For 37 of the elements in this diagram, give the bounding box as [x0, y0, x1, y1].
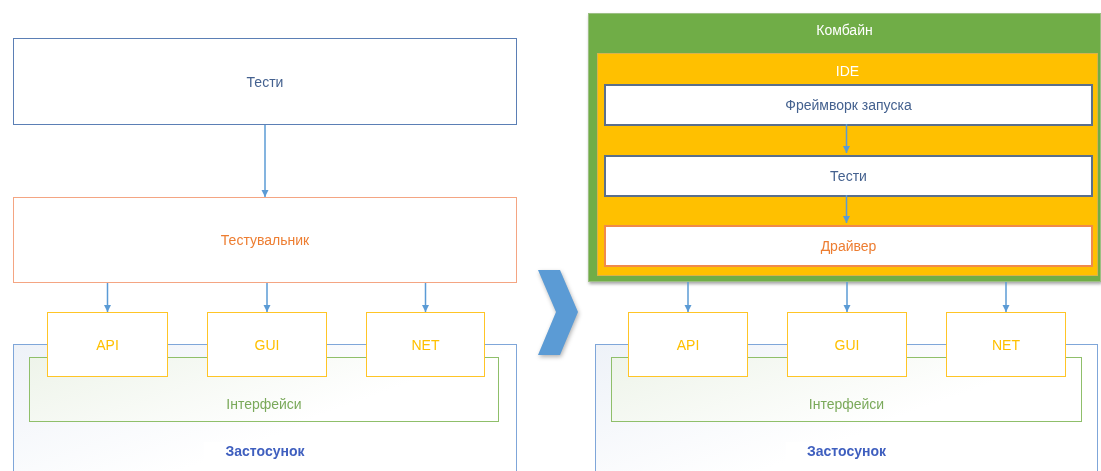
interface-box — [47, 312, 168, 377]
process-box — [13, 38, 517, 125]
node-label: Драйвер — [819, 238, 878, 254]
arrow — [261, 124, 269, 198]
arrow — [842, 194, 851, 224]
node-label: NET — [410, 336, 441, 353]
arrow — [843, 281, 851, 313]
arrow — [684, 281, 692, 313]
node-label: Тести — [245, 73, 285, 90]
interface-box — [366, 312, 485, 377]
container-box — [588, 13, 1101, 282]
interface-box — [628, 312, 748, 377]
interface-box — [787, 312, 907, 377]
node-label: GUI — [833, 336, 861, 353]
process-box — [604, 155, 1093, 197]
container-box — [597, 53, 1098, 276]
node-label: API — [675, 336, 701, 353]
arrow — [421, 282, 430, 313]
arrow — [1002, 281, 1010, 313]
arrow — [263, 282, 271, 313]
process-box — [13, 197, 517, 283]
node-label: API — [95, 336, 120, 353]
node-label: Фреймворк запуска — [784, 97, 913, 113]
node-label: NET — [991, 336, 1021, 353]
process-box — [604, 225, 1093, 267]
arrow — [103, 282, 112, 313]
node-label: Комбайн — [815, 22, 874, 38]
node-label: Інтерфейси — [225, 396, 303, 412]
node-label: Тестувальник — [219, 232, 311, 248]
interface-box — [207, 312, 327, 377]
node-label: Інтерфейси — [807, 396, 886, 412]
interface-box — [946, 312, 1066, 377]
node-label: GUI — [253, 336, 281, 353]
process-box — [604, 84, 1093, 126]
node-label: Тести — [829, 168, 868, 184]
arrow — [842, 123, 851, 154]
node-label: IDE — [834, 63, 861, 79]
